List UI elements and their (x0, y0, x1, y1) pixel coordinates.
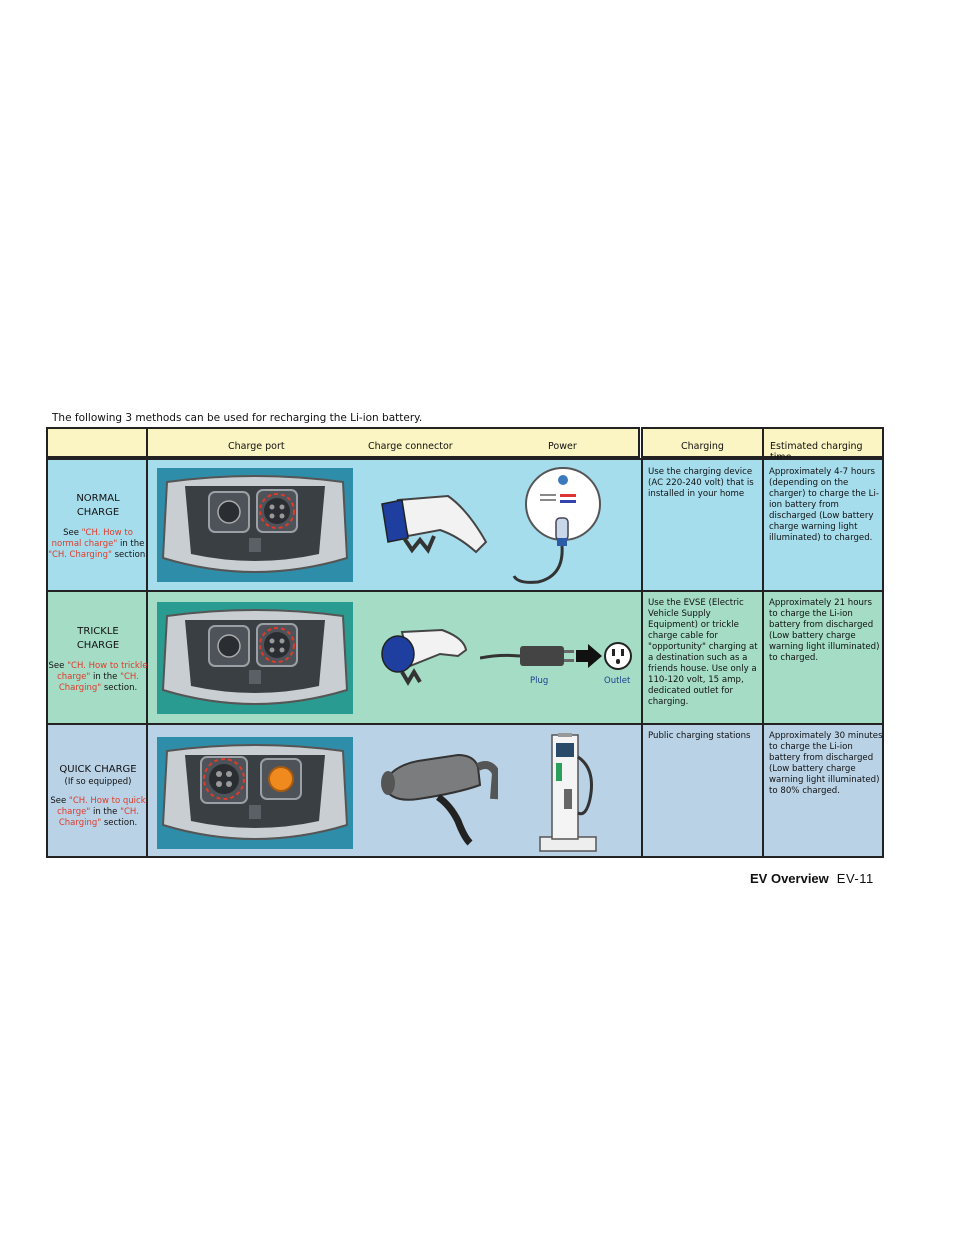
header-time: Estimated charging time (770, 441, 863, 463)
table-row-quick: QUICK CHARGE (If so equipped) See "CH. H… (46, 725, 884, 858)
trickle-time-text: Approximately 21 hours to charge the Li-… (769, 598, 880, 663)
trickle-charging-text: Use the EVSE (Electric Vehicle Supply Eq… (648, 598, 758, 707)
trickle-charge-port-image (157, 602, 353, 714)
normal-time-text: Approximately 4-7 hours (depending on th… (769, 467, 879, 543)
normal-wall-charger-image (512, 467, 601, 584)
plug-label: Plug (530, 676, 549, 686)
table-row-normal: NORMAL CHARGE See "CH. How to normal cha… (46, 458, 884, 592)
see-reference: See "CH. How to quick charge" in the "CH… (50, 796, 146, 828)
table-header-right: Charging Estimated charging time (641, 427, 884, 463)
header-charge-connector: Charge connector (368, 441, 453, 452)
quick-charging-text: Public charging stations (648, 731, 751, 741)
see-reference: See "CH. How to trickle charge" in the "… (48, 661, 148, 693)
quick-charge-connector-image (381, 753, 498, 846)
header-charge-port: Charge port (228, 441, 285, 452)
page-number: EV-11 (836, 871, 874, 886)
outlet-label: Outlet (604, 676, 631, 686)
quick-charge-station-image (539, 733, 597, 852)
header-charging: Charging (681, 441, 724, 452)
method-normal: NORMAL CHARGE See "CH. How to normal cha… (48, 493, 148, 560)
table-header-left: Charge port Charge connector Power (46, 427, 640, 458)
page-footer: EV Overview EV-11 (750, 871, 874, 886)
plug-and-outlet-image (480, 642, 632, 670)
quick-time-text: Approximately 30 minutes to charge the L… (769, 731, 883, 796)
quick-charge-port-image (157, 737, 353, 849)
trickle-charge-connector-image (381, 628, 468, 686)
footer-section: EV Overview (750, 871, 829, 886)
method-trickle: TRICKLE CHARGE See "CH. How to trickle c… (48, 626, 148, 693)
method-quick: QUICK CHARGE (If so equipped) See "CH. H… (48, 763, 148, 829)
normal-charging-text: Use the charging device (AC 220-240 volt… (648, 467, 754, 499)
intro-text: The following 3 methods can be used for … (52, 412, 423, 424)
normal-charge-port-image (157, 468, 353, 582)
table-row-trickle: TRICKLE CHARGE See "CH. How to trickle c… (46, 592, 884, 725)
see-reference: See "CH. How to normal charge" in the "C… (48, 528, 148, 560)
normal-charge-connector-image (381, 494, 488, 554)
header-power: Power (548, 441, 577, 452)
